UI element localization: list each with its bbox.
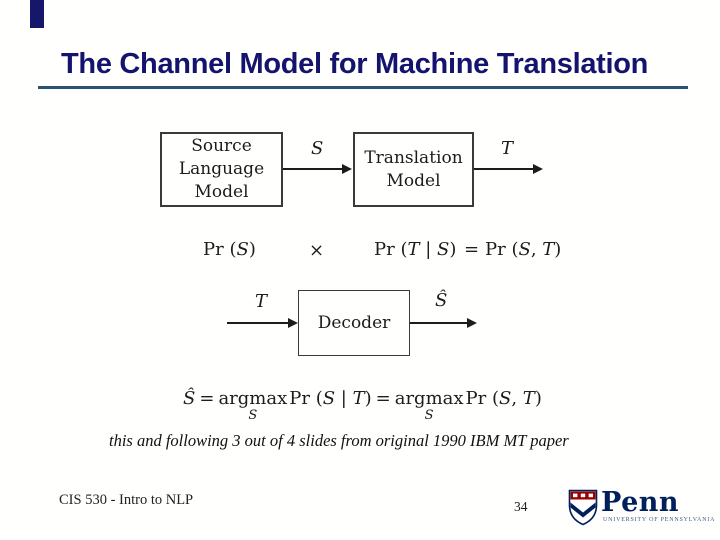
- footer-course-label: CIS 530 - Intro to NLP: [59, 492, 194, 508]
- penn-subtext: University of Pennsylvania: [603, 517, 716, 523]
- formula-pr-s-t: Pr (S, T): [485, 239, 562, 260]
- penn-wordmark: Penn: [601, 487, 680, 518]
- penn-shield-icon: [568, 489, 598, 526]
- arrow-right-icon: [342, 164, 352, 174]
- decoder-in-label: T: [255, 291, 268, 312]
- arrow-line: [283, 168, 343, 170]
- box-line: Translation: [364, 147, 463, 168]
- equals-sign: =: [464, 239, 480, 260]
- page-number: 34: [514, 499, 528, 514]
- slide-title: The Channel Model for Machine Translatio…: [61, 48, 649, 80]
- arrow-right-icon: [533, 164, 543, 174]
- formula-pr-s: Pr (S): [203, 239, 256, 260]
- arrow-line: [474, 168, 534, 170]
- source-language-model-box: Source Language Model: [160, 132, 283, 207]
- arrow-right-icon: [467, 318, 477, 328]
- arrow-line: [410, 322, 468, 324]
- s-hat: Ŝ: [183, 388, 196, 409]
- box-line: Model: [386, 170, 441, 191]
- arrow-right-icon: [288, 318, 298, 328]
- box-line: Model: [194, 182, 249, 202]
- times-sign: ×: [309, 240, 325, 261]
- decoder-box: Decoder: [298, 290, 410, 356]
- translation-model-box: Translation Model: [353, 132, 474, 207]
- title-underline: [38, 86, 688, 89]
- accent-bar: [30, 0, 44, 28]
- penn-logo: Penn University of Pennsylvania: [568, 489, 715, 526]
- arrow-label-t: T: [501, 138, 514, 159]
- arrow-label-s: S: [311, 138, 324, 159]
- box-line: Source: [191, 136, 252, 156]
- box-line: Decoder: [317, 312, 391, 333]
- box-line: Language: [178, 159, 265, 179]
- decoder-out-label: Ŝ: [435, 290, 448, 311]
- formula-pr-t-given-s: Pr (T | S): [374, 239, 457, 260]
- arrow-line: [227, 322, 289, 324]
- credit-line: this and following 3 out of 4 slides fro…: [109, 431, 569, 450]
